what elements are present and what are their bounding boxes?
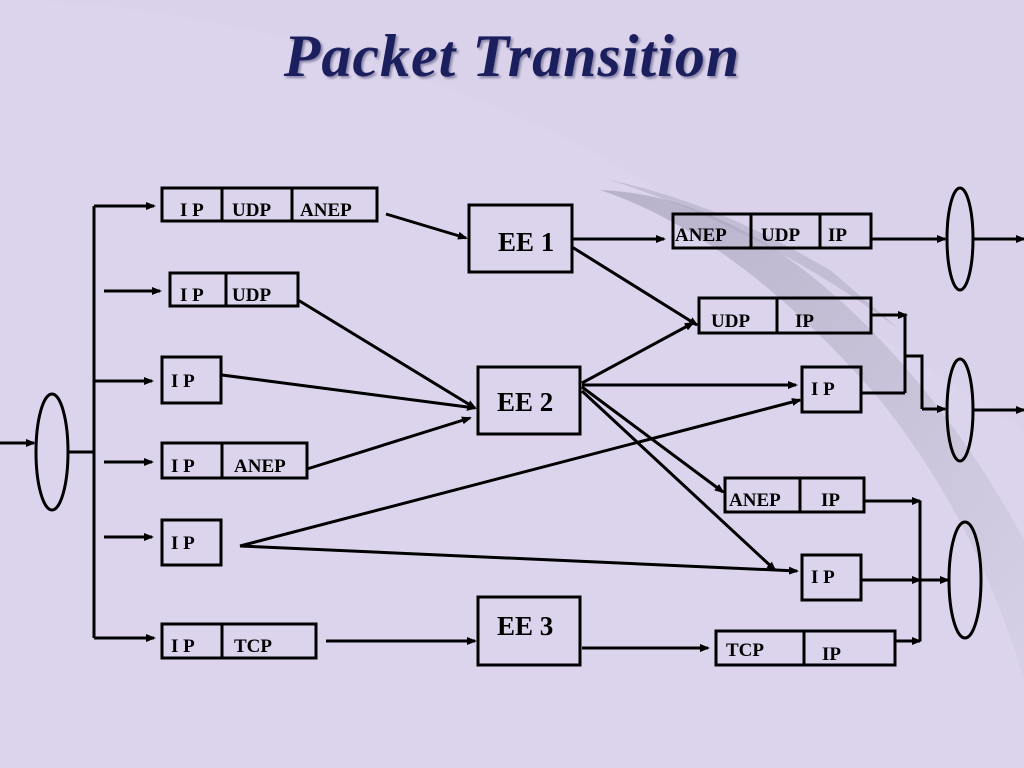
field-label: UDP	[232, 200, 271, 221]
input-packet-ip-tcp: I P TCP	[160, 622, 318, 660]
field-label: I P	[171, 456, 195, 477]
arrow-ee2-out	[581, 385, 725, 494]
field-label: I P	[180, 200, 204, 221]
field-label: IP	[828, 225, 847, 246]
output-node-3	[947, 520, 983, 640]
field-label: IP	[795, 311, 814, 332]
input-packet-ip-udp-anep: I P UDP ANEP	[160, 186, 379, 223]
arrow-ee2-out	[580, 389, 777, 572]
input-packet-ip: I P	[160, 355, 223, 405]
field-label: TCP	[726, 640, 764, 661]
field-label: I P	[180, 285, 204, 306]
merge-line	[871, 313, 907, 393]
field-label: I P	[811, 379, 835, 400]
ee1-block: EE 1	[467, 203, 574, 274]
ee3-block: EE 3	[476, 595, 582, 667]
field-label: IP	[821, 490, 840, 511]
merge-line	[905, 354, 924, 409]
slide-title: Packet Transition	[283, 23, 741, 89]
ee3-label: EE 3	[497, 611, 553, 641]
field-label: ANEP	[234, 456, 286, 477]
output-packet-anep-udp-ip: ANEP UDP IP	[671, 212, 873, 250]
output-node-1	[945, 186, 975, 292]
arrow-to-ee2	[306, 416, 472, 471]
arrow-to-ee1	[385, 212, 468, 240]
input-packet-ip: I P	[160, 518, 223, 567]
arrow-ee1-out	[571, 245, 699, 327]
input-packet-ip-anep: I P ANEP	[160, 441, 309, 480]
output-packet-tcp-ip: TCP IP	[714, 629, 897, 667]
field-label: ANEP	[729, 490, 781, 511]
field-label: ANEP	[300, 200, 352, 221]
field-label: I P	[811, 567, 835, 588]
ee1-label: EE 1	[498, 227, 554, 257]
field-label: I P	[171, 371, 195, 392]
output-packet-anep-ip: ANEP IP	[723, 476, 866, 514]
field-label: UDP	[232, 285, 271, 306]
output-packet-ip: I P	[800, 365, 863, 414]
bypass-arrow-lower	[239, 544, 799, 575]
arrow-to-ee2	[297, 298, 477, 410]
field-label: IP	[822, 644, 841, 665]
field-label: UDP	[761, 225, 800, 246]
field-label: I P	[171, 636, 195, 657]
output-packet-ip: I P	[800, 553, 863, 602]
input-node	[34, 392, 70, 512]
arrow-to-ee2	[221, 373, 477, 411]
field-label: UDP	[711, 311, 750, 332]
bypass-arrow-upper	[239, 398, 802, 548]
arrow-ee2-out	[581, 321, 695, 385]
output-node-2	[945, 357, 975, 463]
ee2-block: EE 2	[476, 365, 582, 436]
output-packet-udp-ip: UDP IP	[697, 296, 873, 335]
field-label: ANEP	[675, 225, 727, 246]
field-label: I P	[171, 533, 195, 554]
field-label: TCP	[234, 636, 272, 657]
input-packet-ip-udp: I P UDP	[168, 271, 300, 308]
ee2-label: EE 2	[497, 387, 553, 417]
